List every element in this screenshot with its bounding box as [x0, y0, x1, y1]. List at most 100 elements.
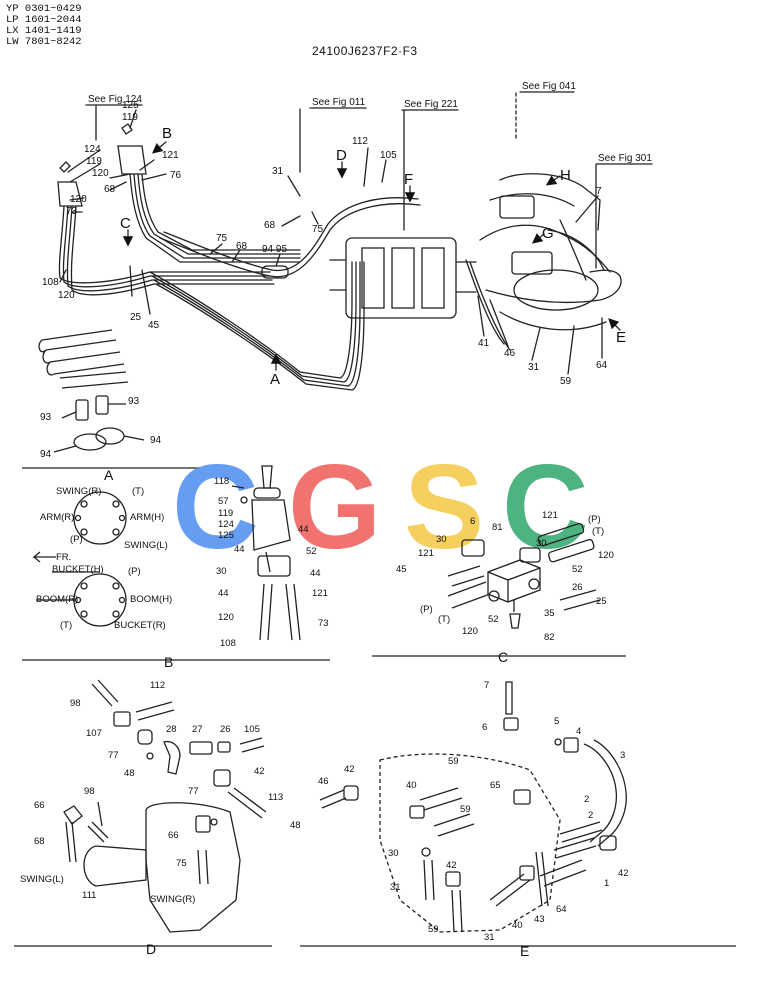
- part-label: 44: [298, 524, 309, 535]
- detail-e-labels: 7 6 5 4 3 46 42 59 40 65 59 30 42 31 59 …: [318, 680, 629, 959]
- serial-range: LW 7801~8242: [6, 36, 82, 48]
- part-label: 118: [214, 476, 229, 487]
- part-label: 45: [396, 564, 407, 575]
- part-label: 6: [470, 516, 475, 527]
- part-label: 45: [148, 320, 160, 331]
- part-label: 27: [192, 724, 203, 735]
- main-overview: [57, 91, 653, 391]
- detail-e: [300, 681, 736, 947]
- part-label: 121: [312, 588, 328, 599]
- part-label: 68: [104, 184, 116, 195]
- port-label: (P): [128, 566, 141, 577]
- part-label: 6: [482, 722, 487, 733]
- port-label: SWING(R): [56, 486, 101, 497]
- port-label: BUCKET(R): [114, 620, 166, 631]
- part-label: 120: [218, 612, 234, 623]
- part-label: 40: [406, 780, 417, 791]
- fig-ref-041: See Fig 041: [522, 81, 576, 92]
- view-letter-b: B: [162, 125, 172, 142]
- part-label: 82: [544, 632, 555, 643]
- serial-range: LX 1401~1419: [6, 25, 82, 37]
- part-label: 31: [484, 932, 495, 943]
- part-label: 77: [188, 786, 199, 797]
- part-label: 41: [478, 338, 490, 349]
- port-label: (P): [588, 514, 601, 525]
- part-label: 120: [58, 290, 75, 301]
- part-label: 68: [236, 241, 248, 252]
- fig-ref-124: See Fig 124: [88, 94, 142, 105]
- part-label: 40: [512, 920, 523, 931]
- watermark-letter: C: [172, 440, 259, 574]
- part-label: 64: [556, 904, 567, 915]
- view-letter-c: C: [120, 215, 131, 232]
- part-label: 31: [528, 362, 540, 373]
- port-label: SWING(R): [150, 894, 195, 905]
- port-label: (T): [60, 620, 72, 631]
- part-label: 52: [488, 614, 499, 625]
- port-label: (P): [70, 534, 83, 545]
- part-label: 75: [176, 858, 187, 869]
- part-label: 73: [66, 206, 78, 217]
- part-label: 4: [576, 726, 581, 737]
- part-label: 2: [584, 794, 589, 805]
- part-label: 30: [436, 534, 447, 545]
- part-label: 120: [462, 626, 478, 637]
- part-label: 44: [310, 568, 321, 579]
- section-letter-b: B: [164, 654, 173, 670]
- view-letter-g: G: [542, 225, 554, 242]
- part-label: 59: [560, 376, 572, 387]
- port-label: (T): [592, 526, 604, 537]
- part-label: 42: [254, 766, 265, 777]
- part-label: 1: [604, 878, 609, 889]
- part-label: 26: [220, 724, 231, 735]
- part-label: 94: [150, 435, 162, 446]
- section-letter-a: A: [104, 467, 114, 483]
- part-label: 68: [264, 220, 276, 231]
- fig-ref-011: See Fig 011: [312, 97, 366, 108]
- watermark-letter: G: [288, 440, 381, 574]
- part-label: 75: [312, 224, 324, 235]
- part-label: 31: [272, 166, 284, 177]
- section-letter-c: C: [498, 649, 508, 665]
- part-label: 93: [40, 412, 52, 423]
- part-label: 94 95: [262, 244, 287, 255]
- part-label: 73: [318, 618, 329, 629]
- part-label: 42: [446, 860, 457, 871]
- part-label: 105: [380, 150, 397, 161]
- serial-range-list: YP 0301~0429 LP 1601~2044 LX 1401~1419 L…: [6, 4, 82, 48]
- part-label: 113: [268, 792, 283, 803]
- part-label: 94: [40, 449, 52, 460]
- part-label: 52: [572, 564, 583, 575]
- port-label: BOOM(R): [36, 594, 78, 605]
- forward-label: FR.: [56, 552, 71, 563]
- part-label: 119: [86, 156, 102, 167]
- port-label: (T): [132, 486, 144, 497]
- fig-ref-301: See Fig 301: [598, 153, 652, 164]
- section-letter-d: D: [146, 941, 156, 957]
- part-label: 66: [34, 800, 45, 811]
- port-label: (T): [438, 614, 450, 625]
- part-label: 105: [244, 724, 260, 735]
- part-label: 26: [572, 582, 583, 593]
- part-label: 124: [84, 144, 101, 155]
- part-label: 28: [166, 724, 177, 735]
- part-label: 7: [484, 680, 489, 691]
- part-label: 112: [150, 680, 165, 691]
- detail-a: [22, 329, 200, 469]
- part-label: 25: [130, 312, 142, 323]
- detail-b: [22, 465, 330, 661]
- watermark: C G S C: [172, 440, 589, 574]
- part-label: 7: [596, 186, 602, 197]
- part-label: 48: [290, 820, 301, 831]
- part-label: 65: [490, 780, 501, 791]
- part-label: 30: [216, 566, 227, 577]
- part-label: 52: [306, 546, 317, 557]
- part-label: 48: [124, 768, 135, 779]
- view-letters: B C D F H G E A: [120, 125, 626, 388]
- part-label: 43: [534, 914, 545, 925]
- watermark-letter: S: [404, 440, 484, 574]
- part-label: 120: [70, 194, 87, 205]
- watermark-letter: C: [502, 440, 589, 574]
- part-label: 59: [448, 756, 459, 767]
